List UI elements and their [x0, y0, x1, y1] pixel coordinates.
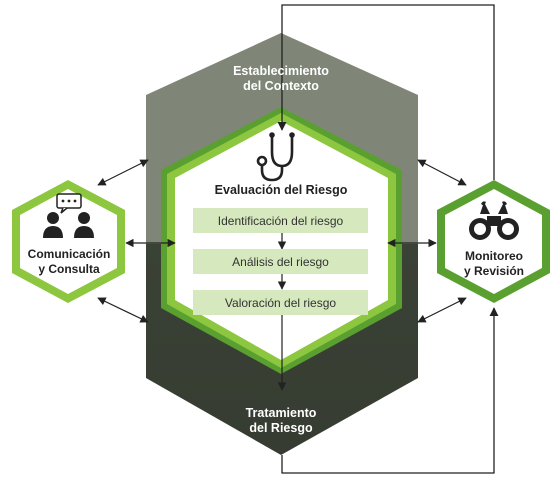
step-identification: Identificación del riesgo	[193, 208, 368, 233]
monitoring-label: Monitoreo y Revisión	[439, 249, 549, 279]
stethoscope-icon	[256, 132, 295, 182]
feedback-line-top	[277, 4, 495, 180]
monitoring-hexagon-fill	[445, 189, 542, 294]
monitor-arrow-top	[417, 159, 467, 186]
monitoring-label-line2: y Revisión	[463, 264, 525, 278]
comm-arrow-top	[97, 159, 149, 186]
people-speech-icon	[43, 193, 94, 238]
communication-hexagon-fill	[20, 189, 117, 294]
monitoring-label-line1: Monitoreo	[465, 249, 523, 263]
communication-label-line2: y Consulta	[38, 262, 100, 276]
context-label-line1: Establecimiento	[233, 64, 329, 78]
context-label-line2: del Contexto	[243, 79, 319, 93]
treatment-label: Tratamiento del Riesgo	[201, 406, 361, 436]
treatment-label-line1: Tratamiento	[245, 406, 317, 420]
communication-label: Comunicación y Consulta	[14, 247, 124, 277]
context-label: Establecimiento del Contexto	[201, 64, 361, 94]
feedback-line-bottom	[281, 307, 499, 474]
treatment-label-line2: del Riesgo	[249, 421, 313, 435]
monitor-arrow-bottom	[417, 297, 467, 323]
comm-arrow-bottom	[97, 297, 149, 323]
communication-label-line1: Comunicación	[27, 247, 111, 261]
binoculars-icon	[469, 201, 519, 240]
step-analysis: Análisis del riesgo	[193, 249, 368, 274]
step-valuation: Valoración del riesgo	[193, 290, 368, 315]
assessment-title: Evaluación del Riesgo	[214, 183, 348, 197]
